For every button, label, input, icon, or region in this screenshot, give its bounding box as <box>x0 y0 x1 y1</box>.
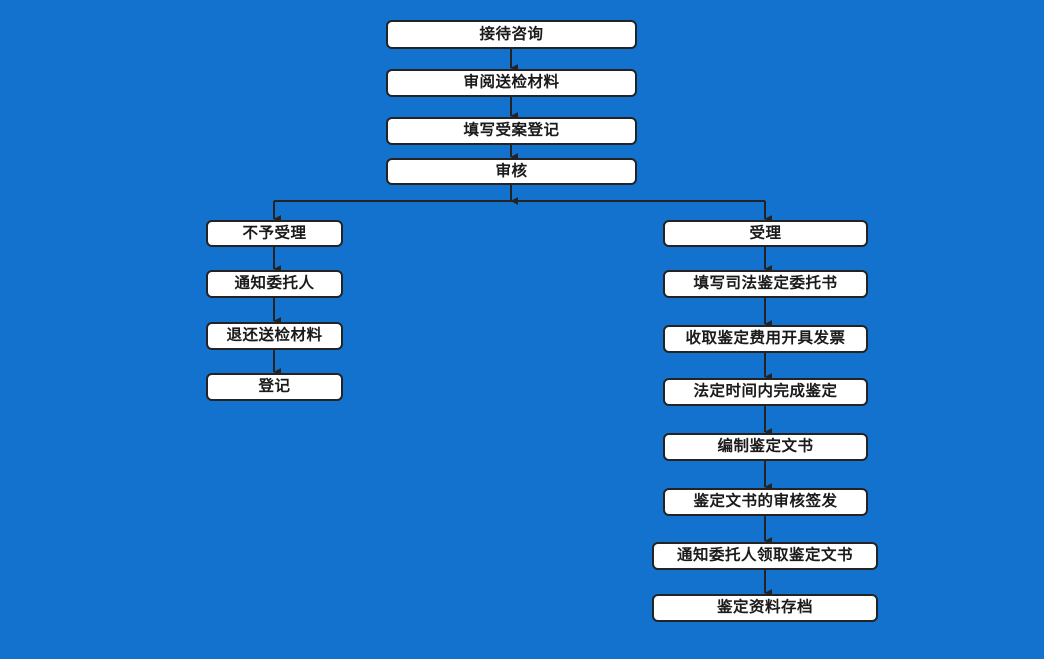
flow-node-label: 收取鉴定费用开具发票 <box>685 329 846 348</box>
flow-node-label: 退还送检材料 <box>226 326 323 345</box>
flow-node-label: 审阅送检材料 <box>463 73 560 92</box>
flow-node-r3[interactable]: 收取鉴定费用开具发票 <box>663 325 868 353</box>
flow-node-r7[interactable]: 通知委托人领取鉴定文书 <box>652 542 878 570</box>
flow-node-r6[interactable]: 鉴定文书的审核签发 <box>663 488 868 516</box>
flow-node-r5[interactable]: 编制鉴定文书 <box>663 433 868 461</box>
flow-node-l1[interactable]: 不予受理 <box>206 220 343 247</box>
flow-node-label: 法定时间内完成鉴定 <box>693 382 838 401</box>
flow-node-label: 填写司法鉴定委托书 <box>693 274 838 293</box>
flow-node-n1[interactable]: 接待咨询 <box>386 20 637 49</box>
flow-node-label: 接待咨询 <box>479 24 544 43</box>
flow-node-label: 鉴定资料存档 <box>716 598 813 617</box>
flow-node-label: 不予受理 <box>242 223 307 242</box>
flow-node-r1[interactable]: 受理 <box>663 220 868 247</box>
flow-node-label: 受理 <box>749 223 782 242</box>
flow-node-l4[interactable]: 登记 <box>206 373 343 401</box>
flow-node-n2[interactable]: 审阅送检材料 <box>386 69 637 97</box>
flow-node-label: 鉴定文书的审核签发 <box>693 492 838 511</box>
flow-node-r4[interactable]: 法定时间内完成鉴定 <box>663 378 868 406</box>
flow-node-label: 审核 <box>495 161 528 180</box>
flow-node-label: 编制鉴定文书 <box>717 437 814 456</box>
flow-node-l3[interactable]: 退还送检材料 <box>206 322 343 350</box>
flow-node-n4[interactable]: 审核 <box>386 158 637 185</box>
flow-node-label: 登记 <box>258 377 291 396</box>
flow-node-label: 通知委托人 <box>234 274 315 293</box>
flow-node-r2[interactable]: 填写司法鉴定委托书 <box>663 270 868 298</box>
flow-node-label: 通知委托人领取鉴定文书 <box>676 546 853 565</box>
flow-node-label: 填写受案登记 <box>463 121 560 140</box>
flow-node-n3[interactable]: 填写受案登记 <box>386 117 637 145</box>
flow-node-l2[interactable]: 通知委托人 <box>206 270 343 298</box>
flow-node-r8[interactable]: 鉴定资料存档 <box>652 594 878 622</box>
